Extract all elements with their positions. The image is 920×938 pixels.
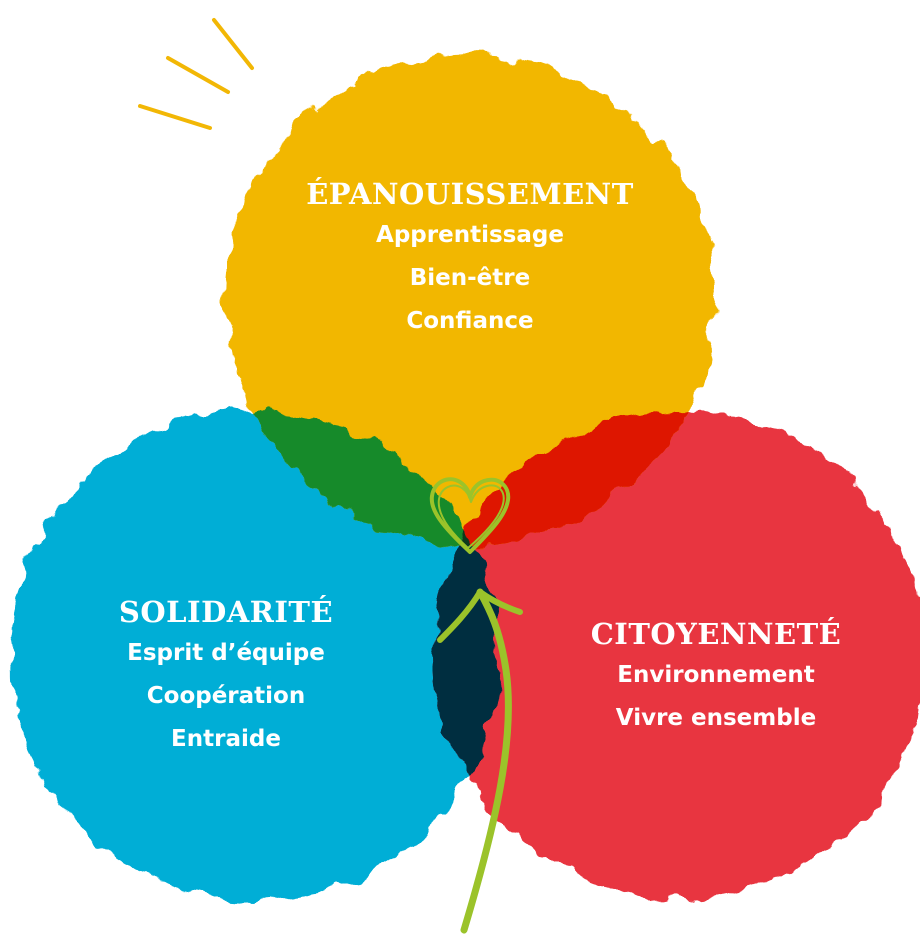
solidarite-labels: SOLIDARITÉ Esprit d’équipe Coopération E… bbox=[46, 592, 406, 761]
epanouissement-circle bbox=[225, 55, 715, 545]
sun-rays-icon bbox=[138, 18, 254, 130]
solidarite-item-2: Coopération bbox=[146, 683, 306, 709]
solidarite-circle bbox=[10, 410, 500, 900]
solidarite-item-3: Entraide bbox=[171, 726, 281, 752]
arrow-up-icon bbox=[437, 588, 523, 934]
citoyennete-item-2: Vivre ensemble bbox=[615, 705, 817, 731]
epanouissement-item-3: Confiance bbox=[406, 308, 534, 334]
citoyennete-circle bbox=[435, 410, 920, 900]
citoyennete-title: CITOYENNETÉ bbox=[590, 617, 842, 651]
solidarite-title: SOLIDARITÉ bbox=[118, 595, 334, 629]
heart-icon bbox=[429, 477, 511, 554]
citoyennete-labels: CITOYENNETÉ Environnement Vivre ensemble bbox=[536, 614, 896, 740]
epanouissement-item-2: Bien-être bbox=[409, 265, 531, 291]
solidarite-item-1: Esprit d’équipe bbox=[127, 640, 325, 666]
epanouissement-labels: ÉPANOUISSEMENT Apprentissage Bien-être C… bbox=[250, 174, 690, 343]
epanouissement-item-1: Apprentissage bbox=[376, 222, 564, 248]
epanouissement-title: ÉPANOUISSEMENT bbox=[306, 177, 634, 211]
citoyennete-item-1: Environnement bbox=[617, 662, 815, 688]
